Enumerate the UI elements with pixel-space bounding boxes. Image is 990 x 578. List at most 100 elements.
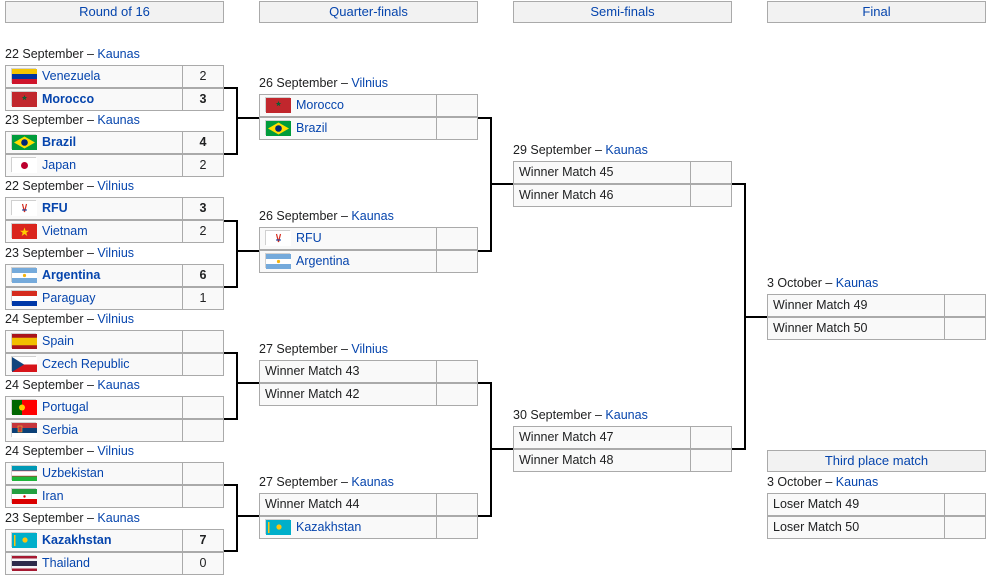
team-name[interactable]: Czech Republic bbox=[42, 357, 130, 371]
team-name: Winner Match 43 bbox=[265, 364, 360, 378]
match-venue-link[interactable]: Vilnius bbox=[97, 179, 135, 193]
team-cell[interactable]: Uzbekistan bbox=[5, 462, 183, 485]
team-cell[interactable]: Spain bbox=[5, 330, 183, 353]
team-cell[interactable]: Winner Match 47 bbox=[513, 426, 691, 449]
team-cell[interactable]: Winner Match 42 bbox=[259, 383, 437, 406]
match-date: 26 September – Kaunas bbox=[259, 207, 394, 225]
team-cell[interactable]: Winner Match 50 bbox=[767, 317, 945, 340]
header-round-of-16[interactable]: Round of 16 bbox=[5, 1, 224, 23]
match-venue-link[interactable]: Kaunas bbox=[351, 209, 394, 223]
team-cell[interactable]: RFU bbox=[5, 197, 183, 220]
team-cell[interactable]: Brazil bbox=[259, 117, 437, 140]
team-cell[interactable]: Winner Match 44 bbox=[259, 493, 437, 516]
team-cell[interactable]: Morocco bbox=[5, 88, 183, 111]
match-date: 23 September – Kaunas bbox=[5, 111, 140, 129]
team-cell[interactable]: Kazakhstan bbox=[5, 529, 183, 552]
team-name[interactable]: Iran bbox=[42, 489, 64, 503]
team-name[interactable]: Uzbekistan bbox=[42, 466, 104, 480]
team-name[interactable]: Vietnam bbox=[42, 224, 88, 238]
team-cell[interactable]: Portugal bbox=[5, 396, 183, 419]
team-name[interactable]: Morocco bbox=[296, 98, 344, 112]
team-name: Winner Match 42 bbox=[265, 387, 360, 401]
match-date-text: 24 September – bbox=[5, 312, 98, 326]
team-name[interactable]: Brazil bbox=[42, 135, 77, 149]
team-cell[interactable]: Argentina bbox=[259, 250, 437, 273]
match-venue-link[interactable]: Kaunas bbox=[97, 47, 140, 61]
match-date: 27 September – Vilnius bbox=[259, 340, 388, 358]
team-score bbox=[436, 227, 478, 250]
team-cell[interactable]: Vietnam bbox=[5, 220, 183, 243]
team-name[interactable]: RFU bbox=[296, 231, 322, 245]
team-cell[interactable]: Winner Match 48 bbox=[513, 449, 691, 472]
team-score bbox=[182, 485, 224, 508]
team-name: Winner Match 48 bbox=[519, 453, 614, 467]
team-name[interactable]: Portugal bbox=[42, 400, 89, 414]
team-name[interactable]: Brazil bbox=[296, 121, 328, 135]
match-venue-link[interactable]: Kaunas bbox=[605, 408, 648, 422]
team-cell[interactable]: Loser Match 49 bbox=[767, 493, 945, 516]
team-score: 2 bbox=[182, 65, 224, 88]
team-name[interactable]: Argentina bbox=[42, 268, 101, 282]
brazil-flag-icon bbox=[265, 120, 291, 137]
header-semi-finals[interactable]: Semi-finals bbox=[513, 1, 732, 23]
team-cell[interactable]: Paraguay bbox=[5, 287, 183, 310]
team-score bbox=[182, 396, 224, 419]
team-cell[interactable]: Czech Republic bbox=[5, 353, 183, 376]
uzbekistan-flag-icon bbox=[11, 465, 37, 482]
team-name[interactable]: RFU bbox=[42, 201, 68, 215]
header-quarter-finals[interactable]: Quarter-finals bbox=[259, 1, 478, 23]
match-venue-link[interactable]: Kaunas bbox=[97, 511, 140, 525]
team-score bbox=[436, 383, 478, 406]
team-name[interactable]: Argentina bbox=[296, 254, 350, 268]
header-final[interactable]: Final bbox=[767, 1, 986, 23]
team-cell[interactable]: Morocco bbox=[259, 94, 437, 117]
team-cell[interactable]: Winner Match 49 bbox=[767, 294, 945, 317]
team-name[interactable]: Venezuela bbox=[42, 69, 101, 83]
team-name[interactable]: Japan bbox=[42, 158, 77, 172]
team-name[interactable]: Serbia bbox=[42, 423, 79, 437]
match-venue-link[interactable]: Kaunas bbox=[97, 113, 140, 127]
team-cell[interactable]: Winner Match 43 bbox=[259, 360, 437, 383]
team-score bbox=[182, 353, 224, 376]
header-third-place[interactable]: Third place match bbox=[767, 450, 986, 472]
team-name[interactable]: Kazakhstan bbox=[42, 533, 112, 547]
team-cell[interactable]: Winner Match 45 bbox=[513, 161, 691, 184]
team-cell[interactable]: RFU bbox=[259, 227, 437, 250]
team-name[interactable]: Paraguay bbox=[42, 291, 96, 305]
team-cell[interactable]: Brazil bbox=[5, 131, 183, 154]
team-name[interactable]: Spain bbox=[42, 334, 74, 348]
team-name: Loser Match 50 bbox=[773, 520, 860, 534]
team-score: 0 bbox=[182, 552, 224, 575]
czech-flag-icon bbox=[11, 356, 37, 373]
match-venue-link[interactable]: Kaunas bbox=[351, 475, 394, 489]
team-cell[interactable]: Thailand bbox=[5, 552, 183, 575]
match-venue-link[interactable]: Vilnius bbox=[97, 444, 135, 458]
match-venue-link[interactable]: Kaunas bbox=[97, 378, 140, 392]
team-score bbox=[436, 94, 478, 117]
team-score bbox=[944, 516, 986, 539]
match-venue-link[interactable]: Kaunas bbox=[605, 143, 648, 157]
team-cell[interactable]: Iran bbox=[5, 485, 183, 508]
team-cell[interactable]: Kazakhstan bbox=[259, 516, 437, 539]
team-score: 6 bbox=[182, 264, 224, 287]
match-venue-link[interactable]: Vilnius bbox=[97, 246, 135, 260]
team-cell[interactable]: Japan bbox=[5, 154, 183, 177]
team-name[interactable]: Thailand bbox=[42, 556, 90, 570]
match-venue-link[interactable]: Vilnius bbox=[97, 312, 135, 326]
team-cell[interactable]: Winner Match 46 bbox=[513, 184, 691, 207]
match-date-text: 26 September – bbox=[259, 76, 352, 90]
match-venue-link[interactable]: Kaunas bbox=[835, 475, 879, 489]
team-cell[interactable]: Argentina bbox=[5, 264, 183, 287]
match-venue-link[interactable]: Vilnius bbox=[351, 76, 389, 90]
team-cell[interactable]: Loser Match 50 bbox=[767, 516, 945, 539]
team-name[interactable]: Kazakhstan bbox=[296, 520, 362, 534]
match-venue-link[interactable]: Vilnius bbox=[351, 342, 389, 356]
team-name[interactable]: Morocco bbox=[42, 92, 95, 106]
team-cell[interactable]: Serbia bbox=[5, 419, 183, 442]
morocco-flag-icon bbox=[265, 97, 291, 114]
match-venue-link[interactable]: Kaunas bbox=[835, 276, 879, 290]
brazil-flag-icon bbox=[11, 134, 37, 151]
team-score bbox=[436, 516, 478, 539]
team-score: 3 bbox=[182, 197, 224, 220]
team-score bbox=[436, 250, 478, 273]
